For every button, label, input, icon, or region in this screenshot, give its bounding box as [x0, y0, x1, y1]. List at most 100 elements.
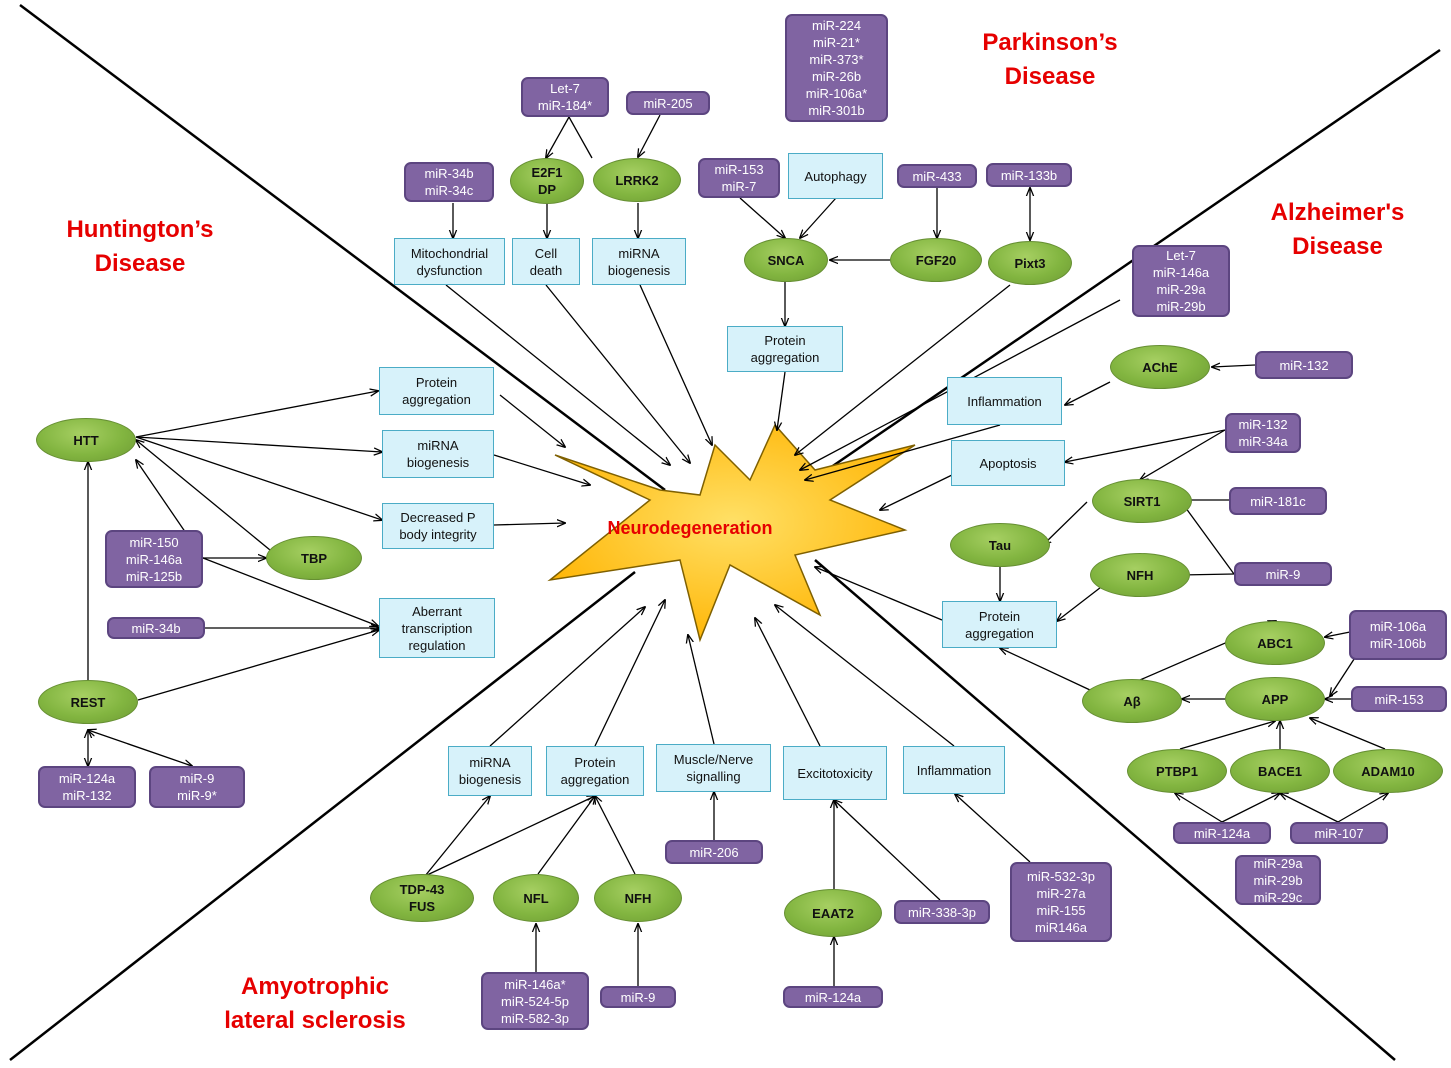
disease-line: lateral sclerosis — [224, 1007, 406, 1034]
node-text-line: miR-184* — [537, 98, 593, 113]
gene-node-ad-tau: Tau — [950, 523, 1050, 567]
divider-right-diagonal — [804, 48, 1441, 487]
connection-arrow — [135, 436, 382, 520]
gene-node-ad-bace1: BACE1 — [1230, 749, 1330, 793]
node-text-line: NFH — [1126, 567, 1154, 583]
node-text-line: E2F1 — [531, 165, 563, 180]
node-text-line: Decreased P — [400, 510, 476, 525]
connection-arrow — [493, 454, 590, 485]
node-text-line: AChE — [1142, 359, 1178, 375]
node-text-line: miR-34a — [1238, 434, 1288, 449]
connection-arrow — [1280, 793, 1339, 823]
connection-arrow — [880, 474, 953, 510]
node-text-line: miR-132 — [1238, 417, 1288, 432]
mirna-box-ad-mir132-34a: miR-132 miR-34a — [1225, 413, 1301, 453]
node-text-line: death — [529, 262, 563, 278]
connection-arrow — [1310, 718, 1386, 750]
node-text-line: Cell — [534, 245, 558, 261]
node-text-line: Tau — [988, 537, 1012, 553]
connection-arrow — [546, 116, 570, 158]
gene-node-pd-fgf20: FGF20 — [890, 238, 982, 282]
node-text-line: Excitotoxicity — [797, 765, 873, 781]
mirna-box-pd-mir205: miR-205 — [626, 91, 710, 115]
node-text-line: TBP — [301, 550, 327, 566]
disease-label-als: Amyotrophic lateral sclerosis — [205, 970, 425, 1038]
connection-arrow — [568, 116, 593, 159]
node-text-line: Pixt3 — [1014, 255, 1046, 271]
disease-label-parkinsons: Parkinson’s Disease — [955, 26, 1145, 94]
gene-node-pd-lrrk2: LRRK2 — [593, 158, 681, 202]
node-text-line: miR-206 — [689, 844, 739, 860]
connection-arrow — [1140, 429, 1226, 480]
node-text-line: NFH — [624, 890, 652, 906]
node-text-line: Inflammation — [967, 393, 1042, 409]
gene-node-hd-htt: HTT — [36, 418, 136, 462]
connection-arrow — [955, 794, 1031, 863]
node-text-line: miR-106a — [1369, 619, 1427, 634]
gene-node-hd-tbp: TBP — [266, 536, 362, 580]
process-box-ad-inflam: Inflammation — [947, 377, 1062, 425]
node-text-line: miR-9 — [620, 989, 656, 1005]
node-text-line: NFL — [523, 890, 549, 906]
connection-arrow — [638, 114, 661, 157]
node-text-line: miR-29c — [1253, 889, 1303, 905]
connection-arrow — [777, 371, 786, 430]
node-text-line: Inflammation — [916, 762, 992, 778]
divider-lower-left-diagonal — [9, 571, 636, 1061]
gene-node-als-nfh: NFH — [594, 874, 682, 922]
node-text-line: Mitochondrial — [410, 245, 489, 261]
node-text-line: miR-338-3p — [908, 904, 976, 920]
mirna-box-hd-mir34b: miR-34b — [107, 617, 205, 639]
disease-line: Disease — [1004, 63, 1096, 90]
connection-arrow — [800, 197, 837, 238]
connection-arrow — [639, 284, 712, 445]
gene-node-hd-rest: REST — [38, 680, 138, 724]
node-text-line: miR-26b — [811, 69, 862, 84]
disease-label-alzheimers: Alzheimer's Disease — [1245, 196, 1430, 264]
node-text-line: Autophagy — [804, 168, 867, 184]
node-text-line: APP — [1261, 691, 1289, 707]
node-text-line: Apoptosis — [979, 455, 1037, 471]
node-text-line: Let-7 — [1166, 248, 1196, 263]
node-text-line: LRRK2 — [615, 172, 659, 188]
connection-arrow — [1221, 793, 1280, 823]
connection-arrow — [424, 796, 595, 877]
node-text-line: miR-181c — [1250, 493, 1306, 509]
connection-arrow — [595, 796, 636, 875]
mirna-box-ad-mir181c: miR-181c — [1229, 487, 1327, 515]
node-text-line: miR-34b — [131, 620, 181, 636]
node-text-line: REST — [70, 694, 106, 710]
mirna-box-als-mir9: miR-9 — [600, 986, 676, 1008]
node-text-line: ADAM10 — [1361, 763, 1415, 779]
connection-arrow — [137, 630, 379, 701]
node-text-line: SIRT1 — [1123, 493, 1161, 509]
node-text-line: miR-532-3p — [1027, 869, 1095, 884]
gene-node-ad-adam10: ADAM10 — [1333, 749, 1443, 793]
gene-node-ad-app: APP — [1225, 677, 1325, 721]
node-text-line: SNCA — [767, 252, 805, 268]
connection-arrow — [489, 607, 645, 747]
node-text-line: BACE1 — [1257, 763, 1303, 779]
node-text-line: miR-132 — [1279, 357, 1329, 373]
node-text-line: miR-34c — [424, 183, 474, 198]
node-text-line: miRNA — [618, 245, 660, 261]
gene-node-ad-ptbp1: PTBP1 — [1127, 749, 1227, 793]
node-text-line: miR-107 — [1314, 825, 1364, 841]
node-text-line: aggregation — [965, 625, 1034, 641]
connection-arrow — [1179, 721, 1275, 750]
mirna-box-pd-mir433: miR-433 — [897, 164, 977, 188]
process-box-pd-autophagy: Autophagy — [788, 153, 883, 199]
process-box-als-excito: Excitotoxicity — [783, 746, 887, 800]
